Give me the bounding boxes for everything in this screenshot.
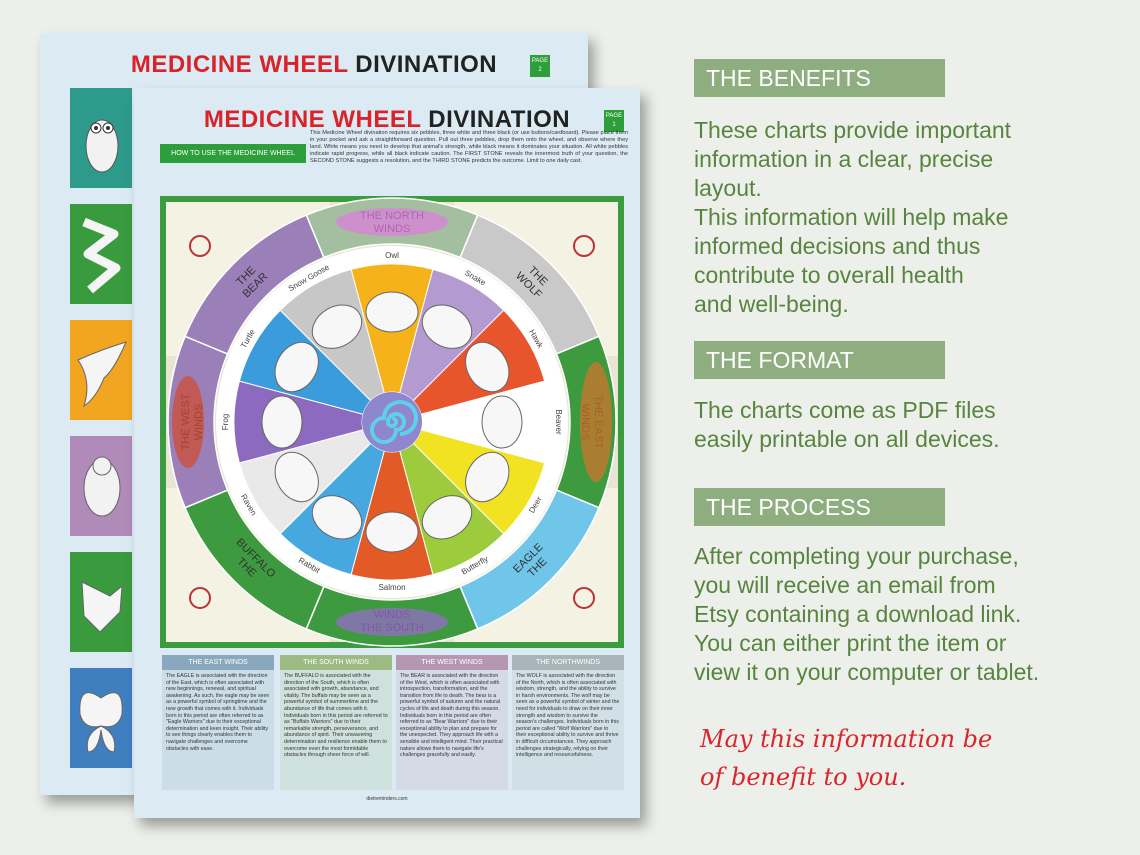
closing-line: of benefit to you.: [700, 763, 907, 791]
deer-icon: [70, 552, 132, 652]
animal-figure: [274, 451, 319, 503]
dancer-figure-icon: [573, 235, 595, 257]
wind-card-heading: THE WEST WINDS: [396, 655, 508, 670]
benefits-line: This information will help make: [694, 204, 1009, 230]
title-red-part: MEDICINE WHEEL: [130, 51, 349, 78]
dancer-figure-icon: [573, 587, 595, 609]
buffalo-icon: [336, 608, 448, 636]
wind-card: THE SOUTH WINDS The BUFFALO is associate…: [280, 655, 392, 790]
owl-icon: [70, 88, 132, 188]
animal-figure: [421, 304, 473, 349]
process-line: You can either print the item or: [694, 630, 1007, 656]
beaver-icon: [70, 436, 132, 536]
hawk-icon: [70, 320, 132, 420]
page-badge: PAGE 2: [530, 55, 550, 77]
animal-figure: [465, 451, 510, 503]
wind-card-heading: THE NORTHWINDS: [512, 655, 624, 670]
benefits-line: information in a clear, precise: [694, 146, 994, 172]
animal-label: Owl: [385, 251, 399, 260]
page-badge: PAGE 1: [604, 110, 624, 132]
format-line: easily printable on all devices.: [694, 426, 1000, 452]
format-heading: THE FORMAT: [694, 341, 945, 379]
animal-figure: [274, 341, 319, 393]
butterfly-icon: [70, 668, 132, 768]
instructions-text: This Medicine Wheel divination requires …: [310, 130, 628, 164]
back-page-title: MEDICINE WHEEL DIVINATION: [40, 51, 588, 79]
benefits-text: These charts provide important informati…: [694, 116, 1114, 319]
wind-card-heading: THE SOUTH WINDS: [280, 655, 392, 670]
wolf-icon: [336, 208, 448, 236]
process-line: Etsy containing a download link.: [694, 601, 1022, 627]
wind-card: THE NORTHWINDS The WOLF is associated wi…: [512, 655, 624, 790]
front-page-sheet: MEDICINE WHEEL DIVINATION PAGE 1 HOW TO …: [134, 88, 640, 818]
animal-figure: [311, 304, 363, 349]
dancer-figure-icon: [189, 235, 211, 257]
closing-line: May this information be: [700, 725, 993, 753]
animal-figure: [261, 395, 303, 449]
animal-label: Salmon: [378, 583, 405, 592]
eagle-icon: [580, 362, 612, 482]
animal-label: Beaver: [554, 409, 563, 435]
dancer-figure-icon: [189, 587, 211, 609]
page-badge-number: 2: [538, 67, 542, 73]
animal-label: Frog: [221, 414, 230, 430]
wind-card-text: The EAGLE is associated with the directi…: [166, 673, 270, 752]
process-heading: THE PROCESS: [694, 488, 945, 526]
process-line: you will receive an email from: [694, 572, 996, 598]
animal-figure: [365, 511, 419, 553]
site-footer: dietreminders.com: [366, 796, 408, 802]
title-red-part: MEDICINE WHEEL: [203, 106, 422, 133]
closing-message: May this information be of benefit to yo…: [700, 720, 1120, 796]
process-text: After completing your purchase, you will…: [694, 542, 1114, 687]
animal-figure: [481, 395, 523, 449]
title-black-part: DIVINATION: [355, 51, 498, 78]
spiral-icon: [370, 400, 418, 444]
animal-figure: [365, 291, 419, 333]
benefits-line: contribute to overall health: [694, 262, 964, 288]
wind-card-text: The WOLF is associated with the directio…: [516, 673, 620, 759]
medicine-wheel: THE NORTHWINDSTHEWOLFTHE EASTWINDSTHEEAG…: [160, 196, 624, 648]
animal-icon-column: [70, 88, 132, 784]
page-badge-label: PAGE: [531, 58, 549, 64]
format-text: The charts come as PDF files easily prin…: [694, 396, 1114, 454]
snake-icon: [70, 204, 132, 304]
bear-icon: [172, 376, 204, 468]
direction-segment: [184, 214, 325, 355]
benefits-line: These charts provide important: [694, 117, 1012, 143]
title-black-part: DIVINATION: [428, 106, 571, 133]
page-badge-label: PAGE: [605, 113, 623, 119]
wind-card: THE EAST WINDS The EAGLE is associated w…: [162, 655, 274, 790]
format-line: The charts come as PDF files: [694, 397, 996, 423]
wind-card-heading: THE EAST WINDS: [162, 655, 274, 670]
animal-figure: [421, 495, 473, 540]
process-line: view it on your computer or tablet.: [694, 659, 1040, 685]
howto-label: HOW TO USE THE MEDICINE WHEEL: [160, 144, 306, 163]
wind-card-text: The BUFFALO is associated with the direc…: [284, 673, 388, 759]
animal-figure: [311, 495, 363, 540]
benefits-heading: THE BENEFITS: [694, 59, 945, 97]
benefits-line: and well-being.: [694, 291, 849, 317]
wind-card: THE WEST WINDS The BEAR is associated wi…: [396, 655, 508, 790]
benefits-line: informed decisions and thus: [694, 233, 981, 259]
process-line: After completing your purchase,: [694, 543, 1019, 569]
center-disc: [362, 392, 422, 452]
benefits-line: layout.: [694, 175, 762, 201]
front-page-title: MEDICINE WHEEL DIVINATION: [134, 106, 640, 134]
page-badge-number: 1: [612, 122, 616, 128]
animal-figure: [465, 341, 510, 393]
wind-card-text: The BEAR is associated with the directio…: [400, 673, 503, 759]
